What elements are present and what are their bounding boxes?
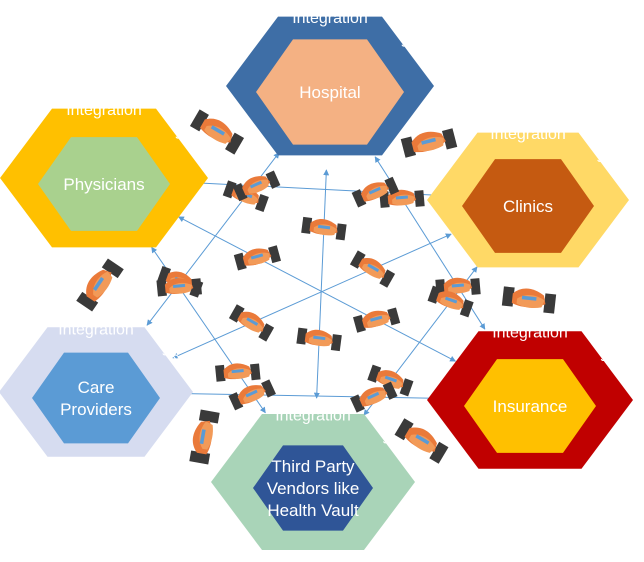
node-label-line: Third Party	[271, 457, 355, 476]
node-hexagon	[32, 352, 160, 444]
nodes-layer: IntegrationLayerHospitalIntegrationLayer…	[0, 10, 633, 550]
integration-label: Integration	[492, 325, 568, 342]
handshake-icon	[228, 379, 277, 411]
node-label-line: Insurance	[493, 397, 568, 416]
integration-label: Integration	[58, 321, 134, 338]
node-hexagon	[462, 159, 594, 253]
handshake-icon	[151, 264, 207, 311]
node-label-line: Care	[78, 378, 115, 397]
node-label-line: Providers	[60, 400, 132, 419]
handshake-icon	[231, 238, 284, 278]
handshake-icon	[349, 381, 398, 413]
handshake-icon	[172, 402, 237, 472]
node-label-line: Physicians	[63, 175, 144, 194]
integration-label: Integration	[275, 407, 351, 424]
node-hexagon	[464, 359, 596, 453]
node-hexagon	[253, 445, 373, 531]
handshake-icon	[290, 313, 348, 366]
integration-label: Integration	[490, 126, 566, 143]
connection-care-providers-insurance	[179, 390, 447, 402]
node-label-line: Vendors like	[267, 479, 360, 498]
handshake-icon	[350, 300, 403, 340]
handshake-icon	[397, 119, 461, 167]
connection-hospital-third-party	[313, 169, 330, 399]
handshake-icon	[494, 269, 564, 331]
connection-clinics-care-providers	[172, 233, 452, 359]
integration-label: Integration	[66, 102, 142, 119]
handshake-icon	[185, 97, 249, 167]
node-label-line: Clinics	[503, 197, 553, 216]
integration-label: Integration	[292, 10, 368, 27]
handshake-icon	[224, 294, 279, 352]
handshake-icon	[295, 202, 353, 255]
node-hexagon	[38, 137, 170, 231]
handshake-icon	[65, 254, 135, 316]
node-hexagon	[256, 39, 404, 145]
handshake-icon	[345, 240, 400, 298]
node-label-line: Health Vault	[267, 501, 359, 520]
node-label-line: Hospital	[299, 83, 360, 102]
